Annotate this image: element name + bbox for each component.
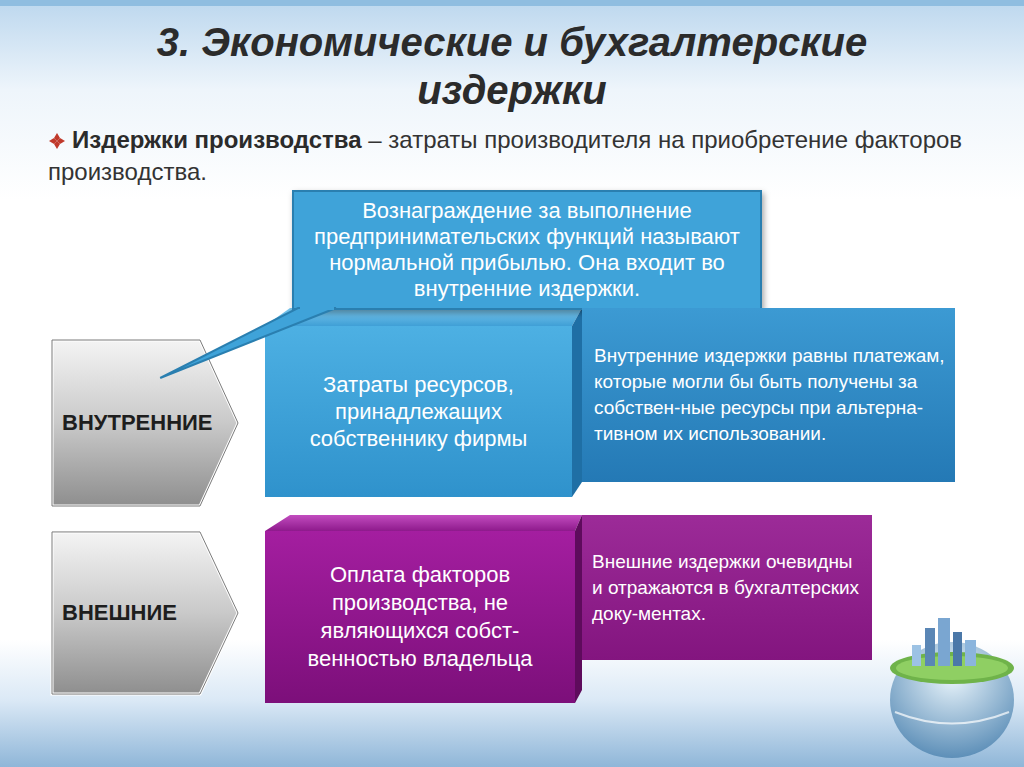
process-box: Затраты ресурсов, принадлежащих собствен… <box>265 326 572 497</box>
term-text: Издержки производства <box>72 126 362 153</box>
process-box: Оплата факторов производства, не являющи… <box>265 531 575 703</box>
top-band <box>0 0 1024 6</box>
node-text: ВНУТРЕННИЕ <box>62 410 240 436</box>
bullet-text: Издержки производства – затраты производ… <box>48 124 988 188</box>
node-text: Вознаграждение за выполнение предпринима… <box>306 198 748 302</box>
bullet-symbol <box>48 132 66 150</box>
node-text: Оплата факторов производства, не являющи… <box>275 561 565 673</box>
callout-box: Вознаграждение за выполнение предпринима… <box>292 190 762 310</box>
globe-illustration <box>890 618 1014 758</box>
box-top-face <box>265 515 582 531</box>
note-box: Внешние издержки очевидны и отражаются в… <box>582 515 872 660</box>
slide-title: 3. Экономические и бухгалтерские издержк… <box>90 18 934 114</box>
box-side-face <box>572 308 582 497</box>
node-text: ВНЕШНИЕ <box>62 600 240 626</box>
chevron-label: ВНЕШНИЕ <box>50 530 240 696</box>
node-text: Внешние издержки очевидны и отражаются в… <box>592 549 864 627</box>
box-top-face <box>265 308 582 326</box>
chevron-label: ВНУТРЕННИЕ <box>50 338 240 508</box>
note-box: Внутренние издержки равны платежам, кото… <box>582 308 955 482</box>
node-text: Затраты ресурсов, принадлежащих собствен… <box>275 371 562 452</box>
box-side-face <box>575 515 582 703</box>
node-text: Внутренние издержки равны платежам, кото… <box>594 343 945 447</box>
